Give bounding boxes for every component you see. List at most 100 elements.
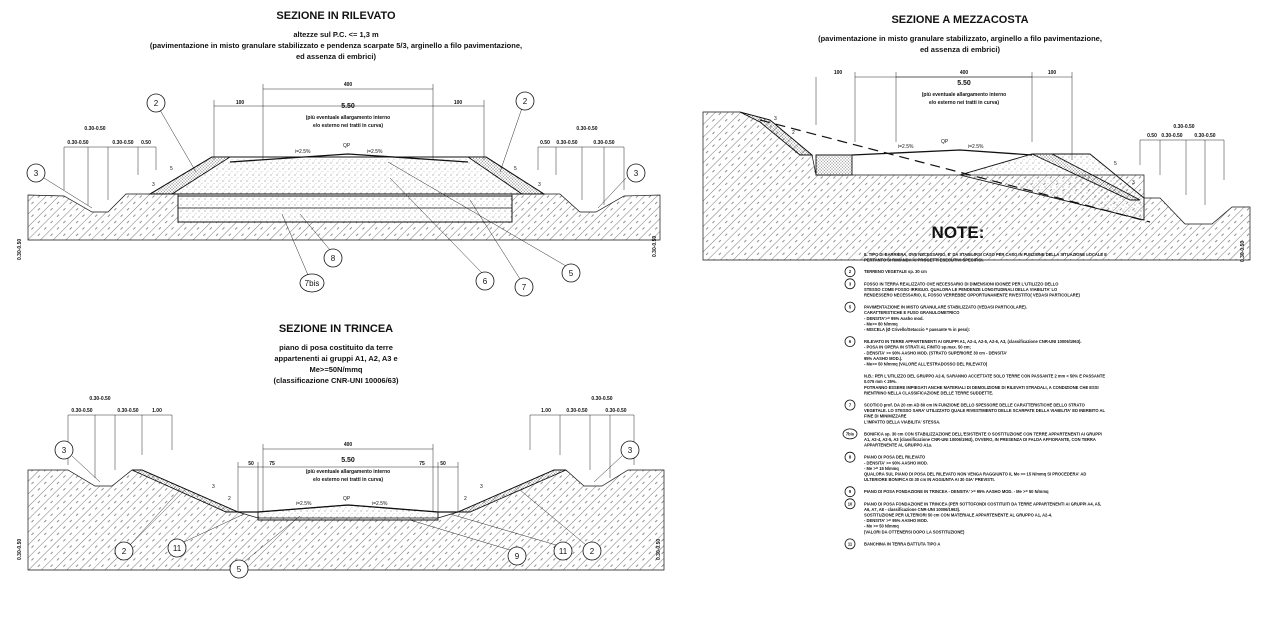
note-line: RENDESSERO NECESSARIO, IL FOSSO VERREBBE…	[864, 293, 1080, 298]
trincea-slope-left: i=2.5%	[296, 501, 312, 507]
rilevato-right-dim-1: 0.30-0.50	[576, 126, 597, 132]
note-number: 2	[849, 269, 852, 274]
trincea-h2-left: 2	[228, 496, 231, 502]
trincea-topsoil-right	[457, 469, 567, 513]
mezzacosta-slope-left: i=2.5%	[898, 144, 914, 150]
rilevato-left-dim-2: 0.30-0.50	[67, 140, 88, 146]
rilevato-subtitle-3: ed assenza di embrici)	[296, 52, 377, 61]
note-number-circle	[844, 301, 856, 313]
svg-text:5: 5	[569, 269, 574, 278]
note-line: POTRANNO ESSERE IMPIEGATI ANCHE MATERIAL…	[864, 385, 1099, 390]
trincea-dim-75-right: 75	[419, 461, 425, 467]
mezzacosta-h5: 5	[1114, 161, 1117, 167]
svg-text:8: 8	[331, 254, 336, 263]
rilevato-subtitle-1: altezze sul P.C. <= 1,3 m	[293, 30, 379, 39]
note-line: BANCHINA IN TERRA BATTUTA TIPO A	[864, 541, 940, 546]
svg-text:3: 3	[634, 169, 639, 178]
note-number: 7bis	[846, 431, 855, 436]
note-line: ULTERIORE BONIFICA DI 30 cm IN AGGIUNTA …	[864, 477, 995, 482]
rilevato-callout-3-right: 3	[597, 163, 646, 209]
mezzacosta-title: SEZIONE A MEZZACOSTA	[891, 14, 1028, 26]
trincea-left-dim-lines	[67, 414, 173, 478]
rilevato-callout-7bis: 7bis	[281, 213, 325, 293]
note-line: - Me >= 15 N/mmq	[864, 466, 899, 471]
note-number: 7	[849, 403, 852, 408]
trincea-slope-right: i=2.5%	[372, 501, 388, 507]
trincea-dim-ticks	[237, 462, 459, 512]
svg-text:11: 11	[173, 544, 182, 553]
note-line: N.B.: PER L'UTILIZZO DEL GRUPPO A2-6, SA…	[864, 374, 1105, 379]
note-line: 0.075 mm < 25%.	[864, 379, 897, 384]
note-number-circle	[844, 266, 856, 278]
trincea-vertical-dim-right: 0.30-0.50	[656, 539, 662, 560]
note-line: BONIFICA sp. 30 cm CON STABILIZZAZIONE D…	[864, 431, 1102, 436]
svg-text:2: 2	[122, 547, 127, 556]
note-line: A1, A2-4, A2-5, A3 (classificazione CNR-…	[864, 437, 1096, 442]
mezzacosta-h3-right: 3	[1132, 180, 1135, 186]
section-rilevato: SEZIONE IN RILEVATO altezze sul P.C. <= …	[17, 10, 661, 297]
trincea-right-dim-2: 1.00	[541, 408, 551, 414]
mezzacosta-original-ground	[759, 119, 1151, 223]
rilevato-callout-6: 6	[389, 177, 495, 291]
svg-text:2: 2	[523, 97, 528, 106]
rilevato-left-dim-3: 0.30-0.50	[112, 140, 133, 146]
note-number-circle	[844, 538, 856, 550]
note-line: - MISCELA (Ø Crivello/Setaccio = passant…	[864, 327, 970, 332]
svg-text:3: 3	[34, 169, 39, 178]
mezzacosta-topsoil-fill	[1031, 153, 1141, 201]
notes-intro-line: IL TIPO DI BARRIERA, OVE NECESSARIO, E' …	[864, 252, 1107, 257]
note-line: (VALORI DA OTTENERSI DOPO LA SOSTITUZION…	[864, 529, 965, 534]
rilevato-dim-100-right: 100	[454, 100, 463, 106]
mezzacosta-dim-100-right: 100	[1048, 70, 1057, 76]
note-line: PIANO DI POSA FONDAZIONE IN TRINCEA - DE…	[864, 489, 1049, 494]
mezzacosta-dim-400: 400	[960, 70, 969, 76]
trincea-callout-5: 5	[229, 515, 301, 579]
mezzacosta-right-dim-1: 0.30-0.50	[1173, 124, 1194, 130]
note-line: SCOTICO prof. DA 20 cm AD 80 cm IN FUNZI…	[864, 403, 1086, 408]
note-number: 10	[848, 501, 853, 506]
trincea-dim-550: 5.50	[341, 457, 355, 464]
mezzacosta-ditch-lining	[815, 154, 853, 176]
note-number-circle	[844, 498, 856, 510]
rilevato-vertical-dim: 0.30-0.50	[17, 239, 23, 260]
mezzacosta-axis-qp: QP	[941, 139, 949, 145]
trincea-callout-3-left: 3	[54, 440, 101, 483]
rilevato-callout-2-right: 2	[499, 91, 535, 173]
trincea-left-dim-1: 0.30-0.50	[89, 396, 110, 402]
note-line: SOSTITUZIONE PER ULTERIORI 50 cm CON MAT…	[864, 513, 1052, 518]
note-line: - Me >= 50 N/mmq	[864, 524, 899, 529]
mezzacosta-h3: 3	[774, 116, 777, 122]
trincea-left-dim-4: 1.00	[152, 408, 162, 414]
trincea-right-dim-1: 0.30-0.50	[591, 396, 612, 402]
trincea-right-dim-4: 0.30-0.50	[605, 408, 626, 414]
mezzacosta-subtitle-1: (pavimentazione in misto granulare stabi…	[818, 34, 1102, 43]
note-line: - DENSITA' >= 95% AASHO MOD.	[864, 518, 928, 523]
note-number-circle	[844, 451, 856, 463]
rilevato-right-dim-lines	[537, 146, 625, 205]
rilevato-h5-right: 5	[514, 166, 517, 172]
mezzacosta-slope-right: i=2.5%	[968, 144, 984, 150]
note-line: FOSSO IN TERRA REALIZZATO OVE NECESSARIO…	[864, 281, 1059, 286]
trincea-right-dim-lines	[529, 414, 635, 478]
notes: NOTE: IL TIPO DI BARRIERA, OVE NECESSARI…	[842, 223, 1107, 550]
rilevato-bonifica	[177, 195, 513, 223]
note-number: 9	[849, 489, 852, 494]
rilevato-subtitle-2: (pavimentazione in misto granulare stabi…	[150, 41, 522, 50]
note-number-circle	[842, 428, 858, 440]
trincea-left-dim-2: 0.30-0.50	[71, 408, 92, 414]
section-trincea: SEZIONE IN TRINCEA piano di posa costitu…	[17, 323, 665, 579]
trincea-subtitle-4: (classificazione CNR-UNI 10006/63)	[273, 376, 399, 385]
rilevato-note-1: (più eventuale allargamento interno	[306, 115, 390, 121]
notes-intro-line: PERTANTO SI RIMANDA AI PROGETTI ESECUTIV…	[864, 258, 984, 263]
note-number: 6	[849, 339, 852, 344]
mezzacosta-right-dim-3: 0.30-0.50	[1161, 133, 1182, 139]
note-number: 5	[849, 305, 852, 310]
rilevato-pavement	[229, 153, 469, 163]
trincea-h3-left: 3	[212, 484, 215, 490]
svg-text:2: 2	[590, 547, 595, 556]
rilevato-title: SEZIONE IN RILEVATO	[276, 10, 396, 22]
trincea-dim-400: 400	[344, 442, 353, 448]
rilevato-right-dim-4: 0.30-0.50	[593, 140, 614, 146]
trincea-callout-3-right: 3	[593, 440, 640, 483]
